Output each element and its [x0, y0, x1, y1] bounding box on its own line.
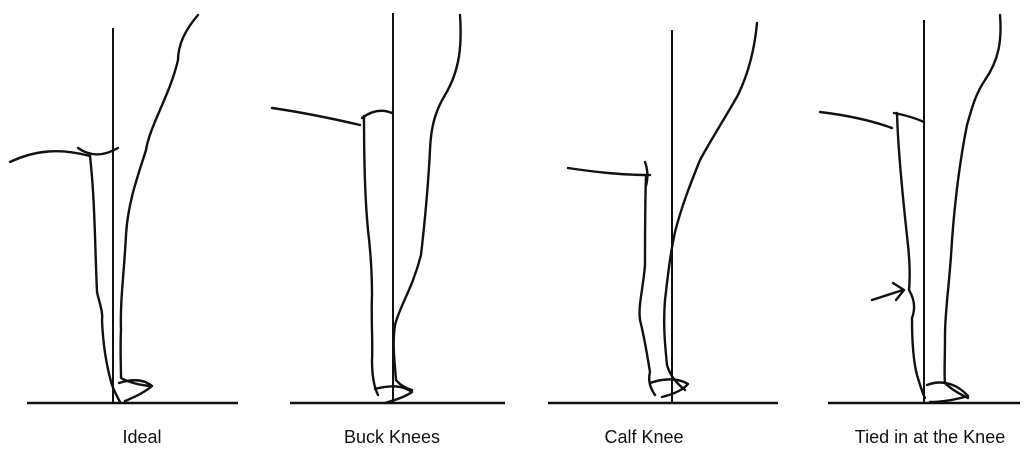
leg-front — [897, 113, 925, 398]
knee-cap — [894, 113, 924, 122]
leg-front — [90, 156, 120, 402]
leg-front — [364, 116, 378, 395]
panel-ideal — [10, 15, 238, 403]
leg-back — [664, 23, 757, 390]
leg-back — [945, 15, 1001, 398]
panel-tied-in — [820, 15, 1020, 403]
knee-cap — [362, 111, 392, 118]
caption-tied-in: Tied in at the Knee — [855, 428, 1005, 446]
caption-ideal: Ideal — [122, 428, 161, 446]
arrow-pointer — [872, 283, 904, 300]
panel-calf-knee — [548, 23, 778, 403]
body-outline — [820, 112, 892, 128]
leg-back — [121, 15, 198, 386]
body-outline — [272, 108, 360, 125]
caption-calf-knee: Calf Knee — [604, 428, 683, 446]
leg-back — [394, 15, 461, 390]
body-outline — [10, 151, 90, 162]
leg-front — [640, 175, 655, 395]
caption-buck-knees: Buck Knees — [344, 428, 440, 446]
body-outline — [568, 168, 650, 175]
panel-buck-knees — [272, 13, 505, 403]
